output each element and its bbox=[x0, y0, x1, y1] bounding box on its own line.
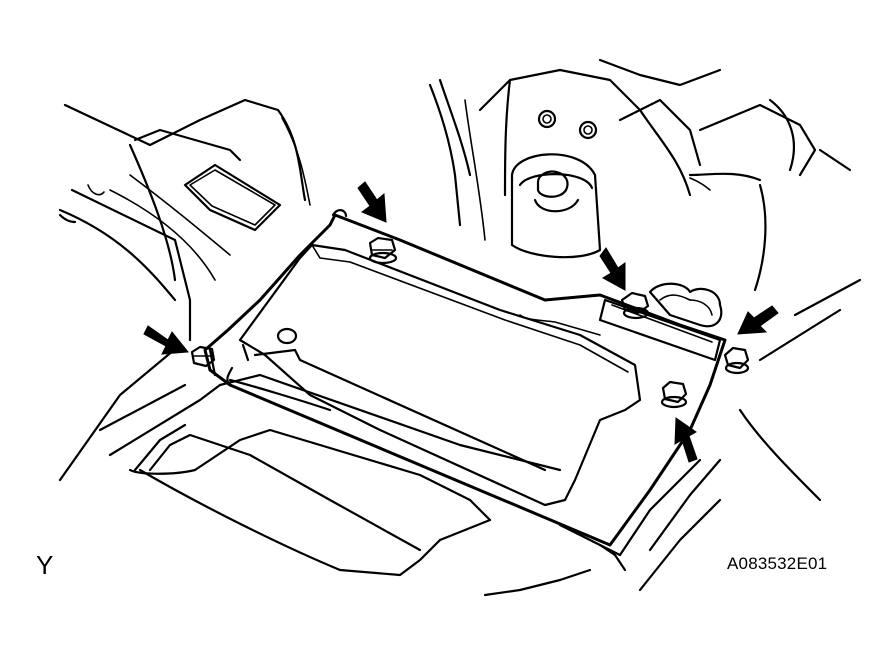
bolt-top-center bbox=[368, 236, 398, 265]
arrow-icon bbox=[357, 181, 387, 223]
arrow-icon bbox=[674, 417, 698, 463]
view-label: Y bbox=[36, 550, 54, 580]
arrow-icon bbox=[143, 325, 189, 355]
bolt-right-front bbox=[660, 380, 688, 409]
wire-harness bbox=[648, 282, 723, 328]
bolt-left bbox=[190, 345, 216, 368]
bolt-right-upper bbox=[620, 291, 650, 320]
arrow-icon bbox=[599, 247, 626, 291]
bolt-right-edge bbox=[723, 346, 750, 375]
mounting-bracket bbox=[203, 209, 727, 547]
arrow-icon bbox=[737, 305, 779, 335]
vehicle-body-outline bbox=[58, 58, 862, 597]
figure-code: A083532E01 bbox=[727, 554, 828, 573]
